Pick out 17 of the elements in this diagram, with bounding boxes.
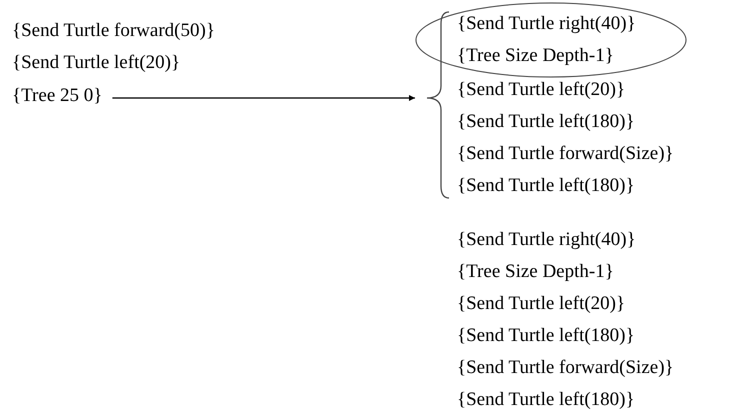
code-line: {Send Turtle left(180)}: [457, 110, 635, 134]
code-line: {Send Turtle forward(Size)}: [457, 142, 674, 166]
code-line: {Send Turtle left(20)}: [12, 51, 180, 75]
code-line: {Tree Size Depth-1}: [457, 260, 614, 284]
code-line: {Send Turtle left(180)}: [457, 388, 635, 412]
code-line: {Send Turtle left(20)}: [457, 292, 626, 316]
code-line: {Send Turtle forward(50)}: [12, 19, 215, 43]
arrow: [112, 95, 415, 101]
code-line: {Send Turtle left(180)}: [457, 174, 635, 198]
code-line: {Send Turtle left(180)}: [457, 324, 635, 348]
code-line: {Tree Size Depth-1}: [457, 44, 614, 68]
code-line: {Send Turtle right(40)}: [457, 12, 636, 36]
code-line: {Send Turtle forward(Size)}: [457, 356, 674, 380]
code-line: {Send Turtle right(40)}: [457, 228, 636, 252]
ellipse-outline: [415, 2, 687, 78]
code-line: {Tree 25 0}: [12, 84, 102, 108]
code-line: {Send Turtle left(20)}: [457, 78, 626, 102]
